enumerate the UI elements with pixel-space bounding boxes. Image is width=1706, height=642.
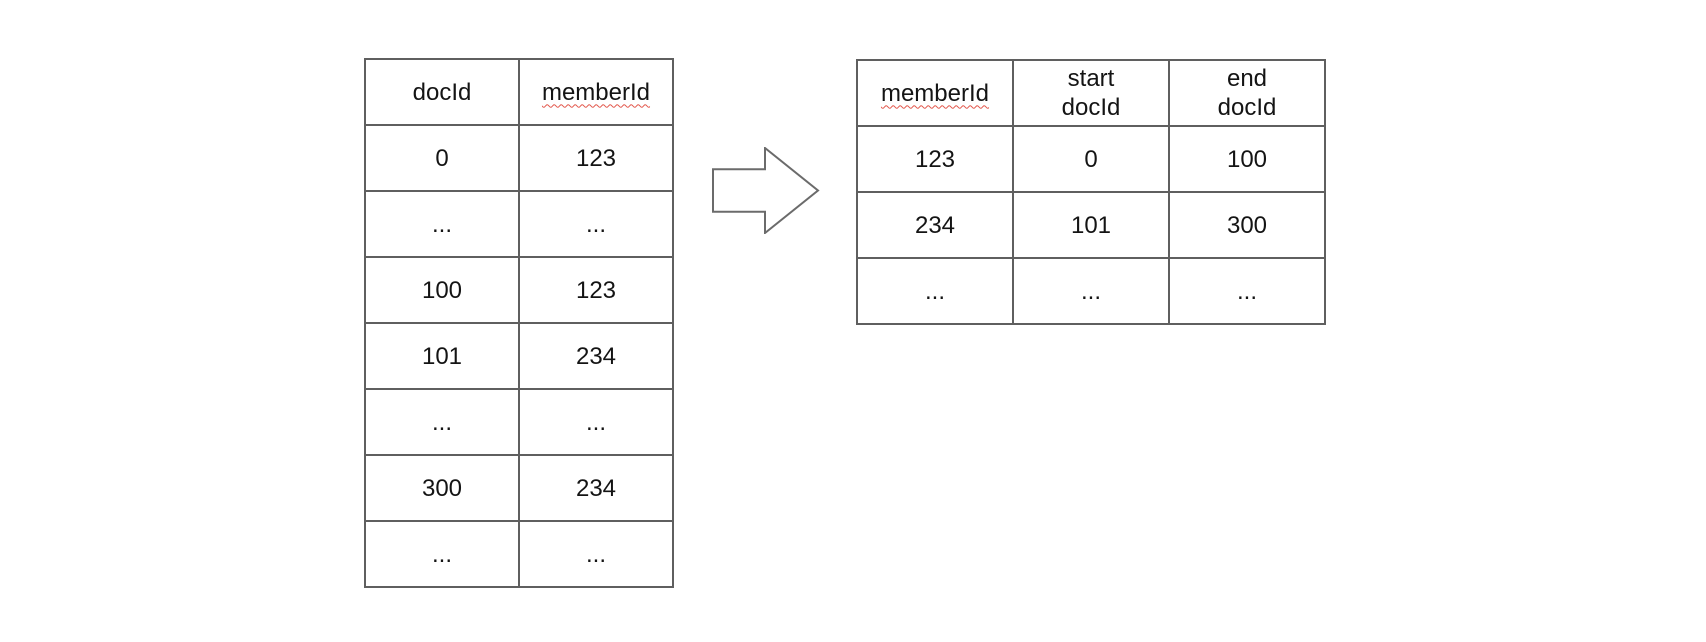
- memberid-range-table: memberId start docId end docId 123 0 100…: [856, 59, 1326, 325]
- table-cell: ...: [518, 190, 674, 258]
- table-cell: ...: [1012, 257, 1170, 325]
- table-row: 234 101 300: [856, 191, 1326, 259]
- column-header-docid: docId: [364, 58, 520, 126]
- header-row: docId memberId: [364, 58, 674, 126]
- table-row: ... ...: [364, 388, 674, 456]
- table-row: ... ...: [364, 520, 674, 588]
- table-cell: ...: [364, 190, 520, 258]
- table-cell: 100: [364, 256, 520, 324]
- docid-memberid-table-header: docId memberId: [364, 58, 674, 126]
- table-cell: 123: [518, 124, 674, 192]
- table-cell: 300: [1168, 191, 1326, 259]
- table-cell: 0: [364, 124, 520, 192]
- column-header-memberid: memberId: [856, 59, 1014, 127]
- table-row: 300 234: [364, 454, 674, 522]
- table-cell: 123: [518, 256, 674, 324]
- table-cell: 100: [1168, 125, 1326, 193]
- table-row: 101 234: [364, 322, 674, 390]
- table-cell: 234: [856, 191, 1014, 259]
- table-cell: 101: [1012, 191, 1170, 259]
- table-row: 123 0 100: [856, 125, 1326, 193]
- column-header-memberid: memberId: [518, 58, 674, 126]
- table-cell: 0: [1012, 125, 1170, 193]
- table-cell: ...: [1168, 257, 1326, 325]
- docid-memberid-table-body: 0 123 ... ... 100 123 101 234 ... ... 30…: [364, 124, 674, 588]
- table-cell: 101: [364, 322, 520, 390]
- table-row: 100 123: [364, 256, 674, 324]
- table-cell: 234: [518, 322, 674, 390]
- table-cell: ...: [518, 520, 674, 588]
- table-cell: 234: [518, 454, 674, 522]
- docid-memberid-table: docId memberId 0 123 ... ... 100 123 101…: [364, 58, 674, 588]
- column-header-end-docid: end docId: [1168, 59, 1326, 127]
- memberid-range-table-body: 123 0 100 234 101 300 ... ... ...: [856, 125, 1326, 325]
- table-row: 0 123: [364, 124, 674, 192]
- table-row: ... ... ...: [856, 257, 1326, 325]
- table-cell: ...: [364, 388, 520, 456]
- table-cell: ...: [856, 257, 1014, 325]
- table-cell: 123: [856, 125, 1014, 193]
- table-cell: ...: [364, 520, 520, 588]
- table-cell: 300: [364, 454, 520, 522]
- table-cell: ...: [518, 388, 674, 456]
- header-row: memberId start docId end docId: [856, 59, 1326, 127]
- table-row: ... ...: [364, 190, 674, 258]
- column-header-start-docid: start docId: [1012, 59, 1170, 127]
- memberid-range-table-header: memberId start docId end docId: [856, 59, 1326, 127]
- block-arrow-right-icon: [712, 147, 820, 234]
